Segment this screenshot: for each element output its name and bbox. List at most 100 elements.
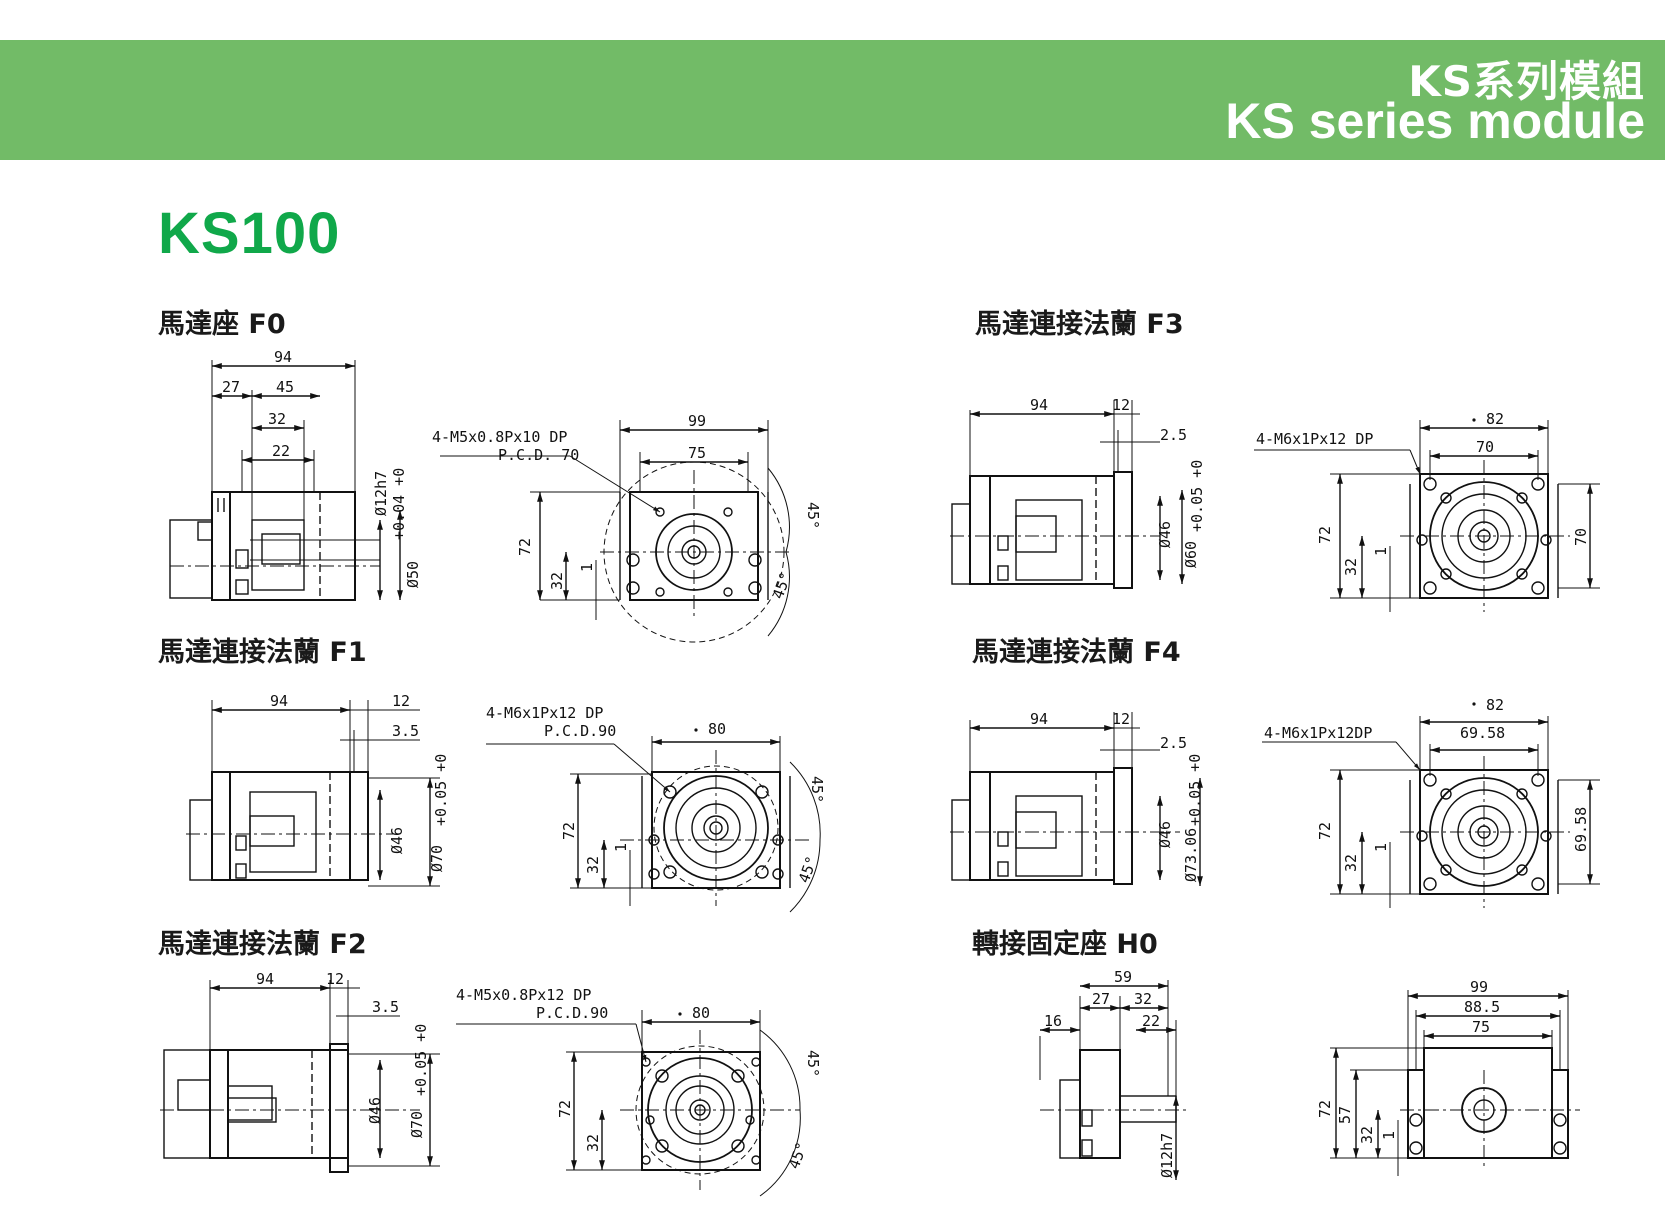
- section-title-f2: 馬達連接法蘭 F2: [158, 929, 367, 960]
- f2-front-dim-1: 80: [692, 1004, 710, 1022]
- f1-front-dim-1: 80: [708, 720, 726, 738]
- f0-front-note-1: 4-M5x0.8Px10 DP: [432, 428, 567, 446]
- f0-front-dim-1: 99: [688, 412, 706, 430]
- h0-front-dim-7: 1: [1380, 1131, 1398, 1140]
- h0-side-dim-3: 32: [1134, 990, 1152, 1008]
- section-title-f3: 馬達連接法蘭 F3: [975, 309, 1184, 340]
- h0-side-dim-4: 16: [1044, 1012, 1062, 1030]
- model-title: KS100: [158, 201, 341, 266]
- f4-front-dim-6: 69.58: [1572, 807, 1590, 852]
- f4-side-dim-3: 2.5: [1160, 734, 1187, 752]
- f2-front-angle-2: 45°: [785, 1140, 811, 1172]
- f1-front-note-2: P.C.D.90: [544, 722, 616, 740]
- f0-front-dim-3: 72: [516, 538, 534, 556]
- f0-front-dim-4: 32: [548, 572, 566, 590]
- h0-side-dim-5: 22: [1142, 1012, 1160, 1030]
- f0-side-dim-7: Ø50: [404, 561, 422, 588]
- f0-side-dim-3: 45: [276, 378, 294, 396]
- f3-front-dim-3: 72: [1316, 526, 1334, 544]
- h0-side-view: 59 27 32 16 22 Ø12h7: [1039, 968, 1190, 1180]
- f4-side-dim-2: 12: [1112, 710, 1130, 728]
- f0-side-dim-1: 94: [274, 348, 292, 366]
- f0-side-dim-6: Ø12h7: [372, 471, 390, 516]
- f3-front-dim-5: 1: [1372, 547, 1390, 556]
- banner-title-en: KS series module: [1225, 93, 1645, 149]
- f2-front-note-1: 4-M5x0.8Px12 DP: [456, 986, 591, 1004]
- f4-front-dim-5: 1: [1372, 843, 1390, 852]
- f3-side-dim-4: Ø46: [1156, 521, 1174, 548]
- f2-front-angle-1: 45°: [804, 1050, 822, 1077]
- f1-front-view: 4-M6x1Px12 DP P.C.D.90 80 72 32 1 45° 45…: [486, 704, 826, 913]
- header-banner: KS系列模組 KS series module: [0, 40, 1665, 160]
- f0-side-dim-2: 27: [222, 378, 240, 396]
- f4-front-view: 82 69.58 4-M6x1Px12DP 72 32 1 69.58: [1262, 696, 1600, 908]
- h0-side-dim-6: Ø12h7: [1158, 1133, 1176, 1178]
- f2-side-dim-2: 12: [326, 970, 344, 988]
- h0-front-dim-6: 32: [1358, 1126, 1376, 1144]
- f4-side-tol: +0.05 +0: [1186, 754, 1204, 826]
- f2-side-dim-3: 3.5: [372, 998, 399, 1016]
- f3-front-dim-1: 82: [1486, 410, 1504, 428]
- f1-front-dim-3: 32: [584, 856, 602, 874]
- f1-front-angle-1: 45°: [808, 776, 826, 803]
- f4-front-dim-1: 82: [1486, 696, 1504, 714]
- f0-front-view: 4-M5x0.8Px10 DP P.C.D. 70 99 75 72 32 1 …: [432, 412, 822, 643]
- f1-side-dim-3: 3.5: [392, 722, 419, 740]
- f0-front-dim-5: 1: [578, 563, 596, 572]
- f0-front-dim-2: 75: [688, 444, 706, 462]
- f2-side-tol: +0.05 +0: [412, 1024, 430, 1096]
- f4-front-dim-2: 69.58: [1460, 724, 1505, 742]
- f0-front-note-2: P.C.D. 70: [498, 446, 579, 464]
- h0-front-view: 99 88.5 75 72 57 32 1: [1316, 978, 1580, 1176]
- f0-side-tol: +0.04 +0: [390, 468, 408, 540]
- f1-side-dim-2: 12: [392, 692, 410, 710]
- section-title-f4: 馬達連接法蘭 F4: [972, 637, 1181, 668]
- f0-side-view: 94 27 45 32 22 Ø12h7 Ø50 +0.04 +0: [169, 348, 422, 601]
- f3-front-dim-6: 70: [1572, 528, 1590, 546]
- h0-side-dim-1: 59: [1114, 968, 1132, 986]
- f4-side-view: 94 12 2.5 Ø46 Ø73.06 +0.05 +0: [950, 710, 1204, 886]
- section-title-f1: 馬達連接法蘭 F1: [158, 637, 367, 668]
- f1-front-dim-4: 1: [612, 843, 630, 852]
- banner-title-zh: KS系列模組: [1408, 57, 1645, 106]
- f3-side-dim-5: Ø60: [1182, 541, 1200, 568]
- f2-side-dim-4: Ø46: [366, 1097, 384, 1124]
- f3-side-tol: +0.05 +0: [1188, 460, 1206, 532]
- f2-side-view: 94 12 3.5 Ø46 Ø70 +0.05 +0: [160, 970, 440, 1173]
- f1-front-angle-2: 45°: [795, 854, 821, 886]
- f4-side-dim-1: 94: [1030, 710, 1048, 728]
- f0-front-angle-1: 45°: [804, 502, 822, 529]
- f4-front-note-1: 4-M6x1Px12DP: [1264, 724, 1372, 742]
- f2-front-note-2: P.C.D.90: [536, 1004, 608, 1022]
- section-title-f0: 馬達座 F0: [158, 309, 286, 340]
- f4-side-dim-5: Ø73.06: [1182, 828, 1200, 882]
- f3-front-dim-4: 32: [1342, 558, 1360, 576]
- f0-side-dim-4: 32: [268, 410, 286, 428]
- h0-front-dim-5: 57: [1336, 1106, 1354, 1124]
- f0-front-angle-2: 45°: [769, 570, 795, 602]
- f0-side-dim-5: 22: [272, 442, 290, 460]
- f3-side-dim-1: 94: [1030, 396, 1048, 414]
- h0-front-dim-4: 72: [1316, 1100, 1334, 1118]
- f4-side-dim-4: Ø46: [1156, 821, 1174, 848]
- h0-front-dim-1: 99: [1470, 978, 1488, 996]
- f4-front-dim-4: 32: [1342, 854, 1360, 872]
- f3-side-dim-2: 12: [1112, 396, 1130, 414]
- f2-front-dim-3: 32: [584, 1134, 602, 1152]
- h0-side-dim-2: 27: [1092, 990, 1110, 1008]
- f3-front-view: 82 70 4-M6x1Px12 DP 72 32 1 70: [1254, 410, 1600, 612]
- f1-side-view: 94 12 3.5 Ø46 Ø70 +0.05 +0: [186, 692, 450, 887]
- f1-side-dim-5: Ø70: [428, 845, 446, 872]
- f2-side-dim-5: Ø70: [408, 1111, 426, 1138]
- f1-front-note-1: 4-M6x1Px12 DP: [486, 704, 603, 722]
- f3-front-dim-2: 70: [1476, 438, 1494, 456]
- h0-front-dim-2: 88.5: [1464, 998, 1500, 1016]
- f1-front-dim-2: 72: [560, 822, 578, 840]
- f4-front-dim-3: 72: [1316, 822, 1334, 840]
- section-title-h0: 轉接固定座 H0: [972, 929, 1158, 960]
- f3-side-dim-3: 2.5: [1160, 426, 1187, 444]
- f1-side-dim-1: 94: [270, 692, 288, 710]
- f1-side-dim-4: Ø46: [388, 827, 406, 854]
- f3-side-view: 94 12 2.5 Ø46 Ø60 +0.05 +0: [950, 396, 1206, 589]
- f1-side-tol: +0.05 +0: [432, 754, 450, 826]
